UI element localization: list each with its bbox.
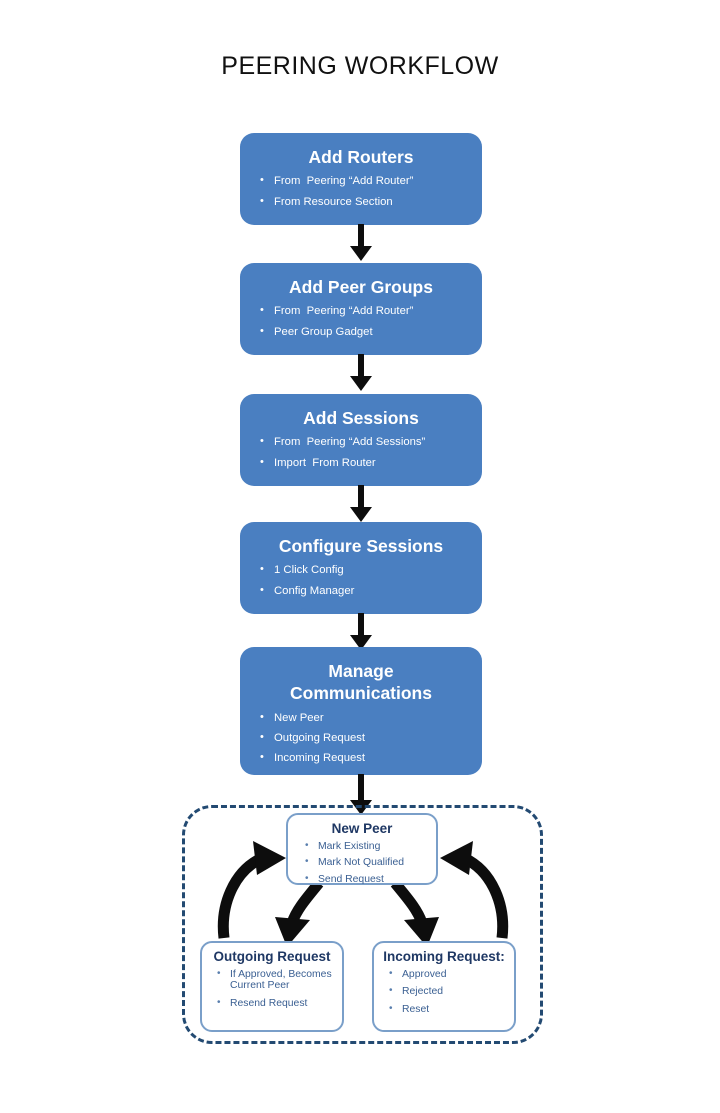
stage-bullet-list: From Peering “Add Sessions” Import From …: [240, 436, 482, 469]
list-item: If Approved, Becomes Current Peer: [216, 968, 342, 992]
stage-title-line-2: Communications: [290, 683, 432, 704]
subbox-bullet-list: If Approved, Becomes Current Peer Resend…: [202, 968, 342, 1010]
list-item: New Peer: [258, 712, 482, 724]
list-item: Outgoing Request: [258, 732, 482, 744]
list-item: Rejected: [388, 986, 514, 998]
subbox-bullet-list: Mark Existing Mark Not Qualified Send Re…: [288, 840, 436, 886]
stage-configure-sessions[interactable]: Configure Sessions 1 Click Config Config…: [240, 522, 482, 614]
list-item: From Peering “Add Sessions”: [258, 436, 482, 448]
arrow-down-icon: [349, 774, 373, 816]
stage-add-routers[interactable]: Add Routers From Peering “Add Router” Fr…: [240, 133, 482, 225]
stage-title: Add Peer Groups: [289, 277, 433, 297]
stage-title: Add Routers: [308, 147, 414, 167]
stage-manage-communications[interactable]: Manage Communications New Peer Outgoing …: [240, 647, 482, 775]
list-item: Reset: [388, 1003, 514, 1016]
arrow-down-icon: [349, 485, 373, 523]
list-item: From Peering “Add Router”: [258, 305, 482, 317]
list-item: Mark Existing: [304, 840, 436, 853]
subbox-title: New Peer: [331, 821, 393, 836]
stage-bullet-list: From Peering “Add Router” Peer Group Gad…: [240, 305, 482, 338]
list-item: Approved: [388, 968, 514, 981]
box-new-peer[interactable]: New Peer Mark Existing Mark Not Qualifie…: [286, 813, 438, 885]
list-item: Config Manager: [258, 585, 482, 597]
stage-bullet-list: New Peer Outgoing Request Incoming Reque…: [240, 712, 482, 765]
stage-title: Add Sessions: [303, 408, 419, 428]
cycle-region-boundary: [182, 805, 543, 1044]
page-title: PEERING WORKFLOW: [221, 52, 499, 80]
list-item: Peer Group Gadget: [258, 326, 482, 338]
list-item: Incoming Request: [258, 752, 482, 764]
list-item: 1 Click Config: [258, 564, 482, 576]
stage-title: Configure Sessions: [278, 536, 444, 556]
box-outgoing-request[interactable]: Outgoing Request If Approved, Becomes Cu…: [200, 941, 344, 1032]
stage-add-peer-groups[interactable]: Add Peer Groups From Peering “Add Router…: [240, 263, 482, 355]
list-item: From Peering “Add Router”: [258, 175, 482, 187]
stage-title: Manage Communications: [240, 660, 482, 705]
subbox-bullet-list: Approved Rejected Reset: [374, 968, 514, 1016]
stage-bullet-list: From Peering “Add Router” From Resource …: [240, 175, 482, 208]
arrow-down-icon: [349, 224, 373, 262]
box-incoming-request[interactable]: Incoming Request: Approved Rejected Rese…: [372, 941, 516, 1032]
subbox-title: Outgoing Request: [213, 949, 331, 964]
list-item: Resend Request: [216, 997, 342, 1010]
arrow-down-icon: [349, 354, 373, 392]
list-item: Mark Not Qualified: [304, 857, 436, 869]
arrow-down-icon: [349, 613, 373, 651]
stage-bullet-list: 1 Click Config Config Manager: [240, 564, 482, 597]
stage-title-line-1: Manage: [328, 661, 394, 681]
list-item: Send Request: [304, 873, 436, 886]
subbox-title: Incoming Request:: [383, 949, 505, 964]
list-item: From Resource Section: [258, 196, 482, 208]
stage-add-sessions[interactable]: Add Sessions From Peering “Add Sessions”…: [240, 394, 482, 486]
list-item: Import From Router: [258, 457, 482, 469]
